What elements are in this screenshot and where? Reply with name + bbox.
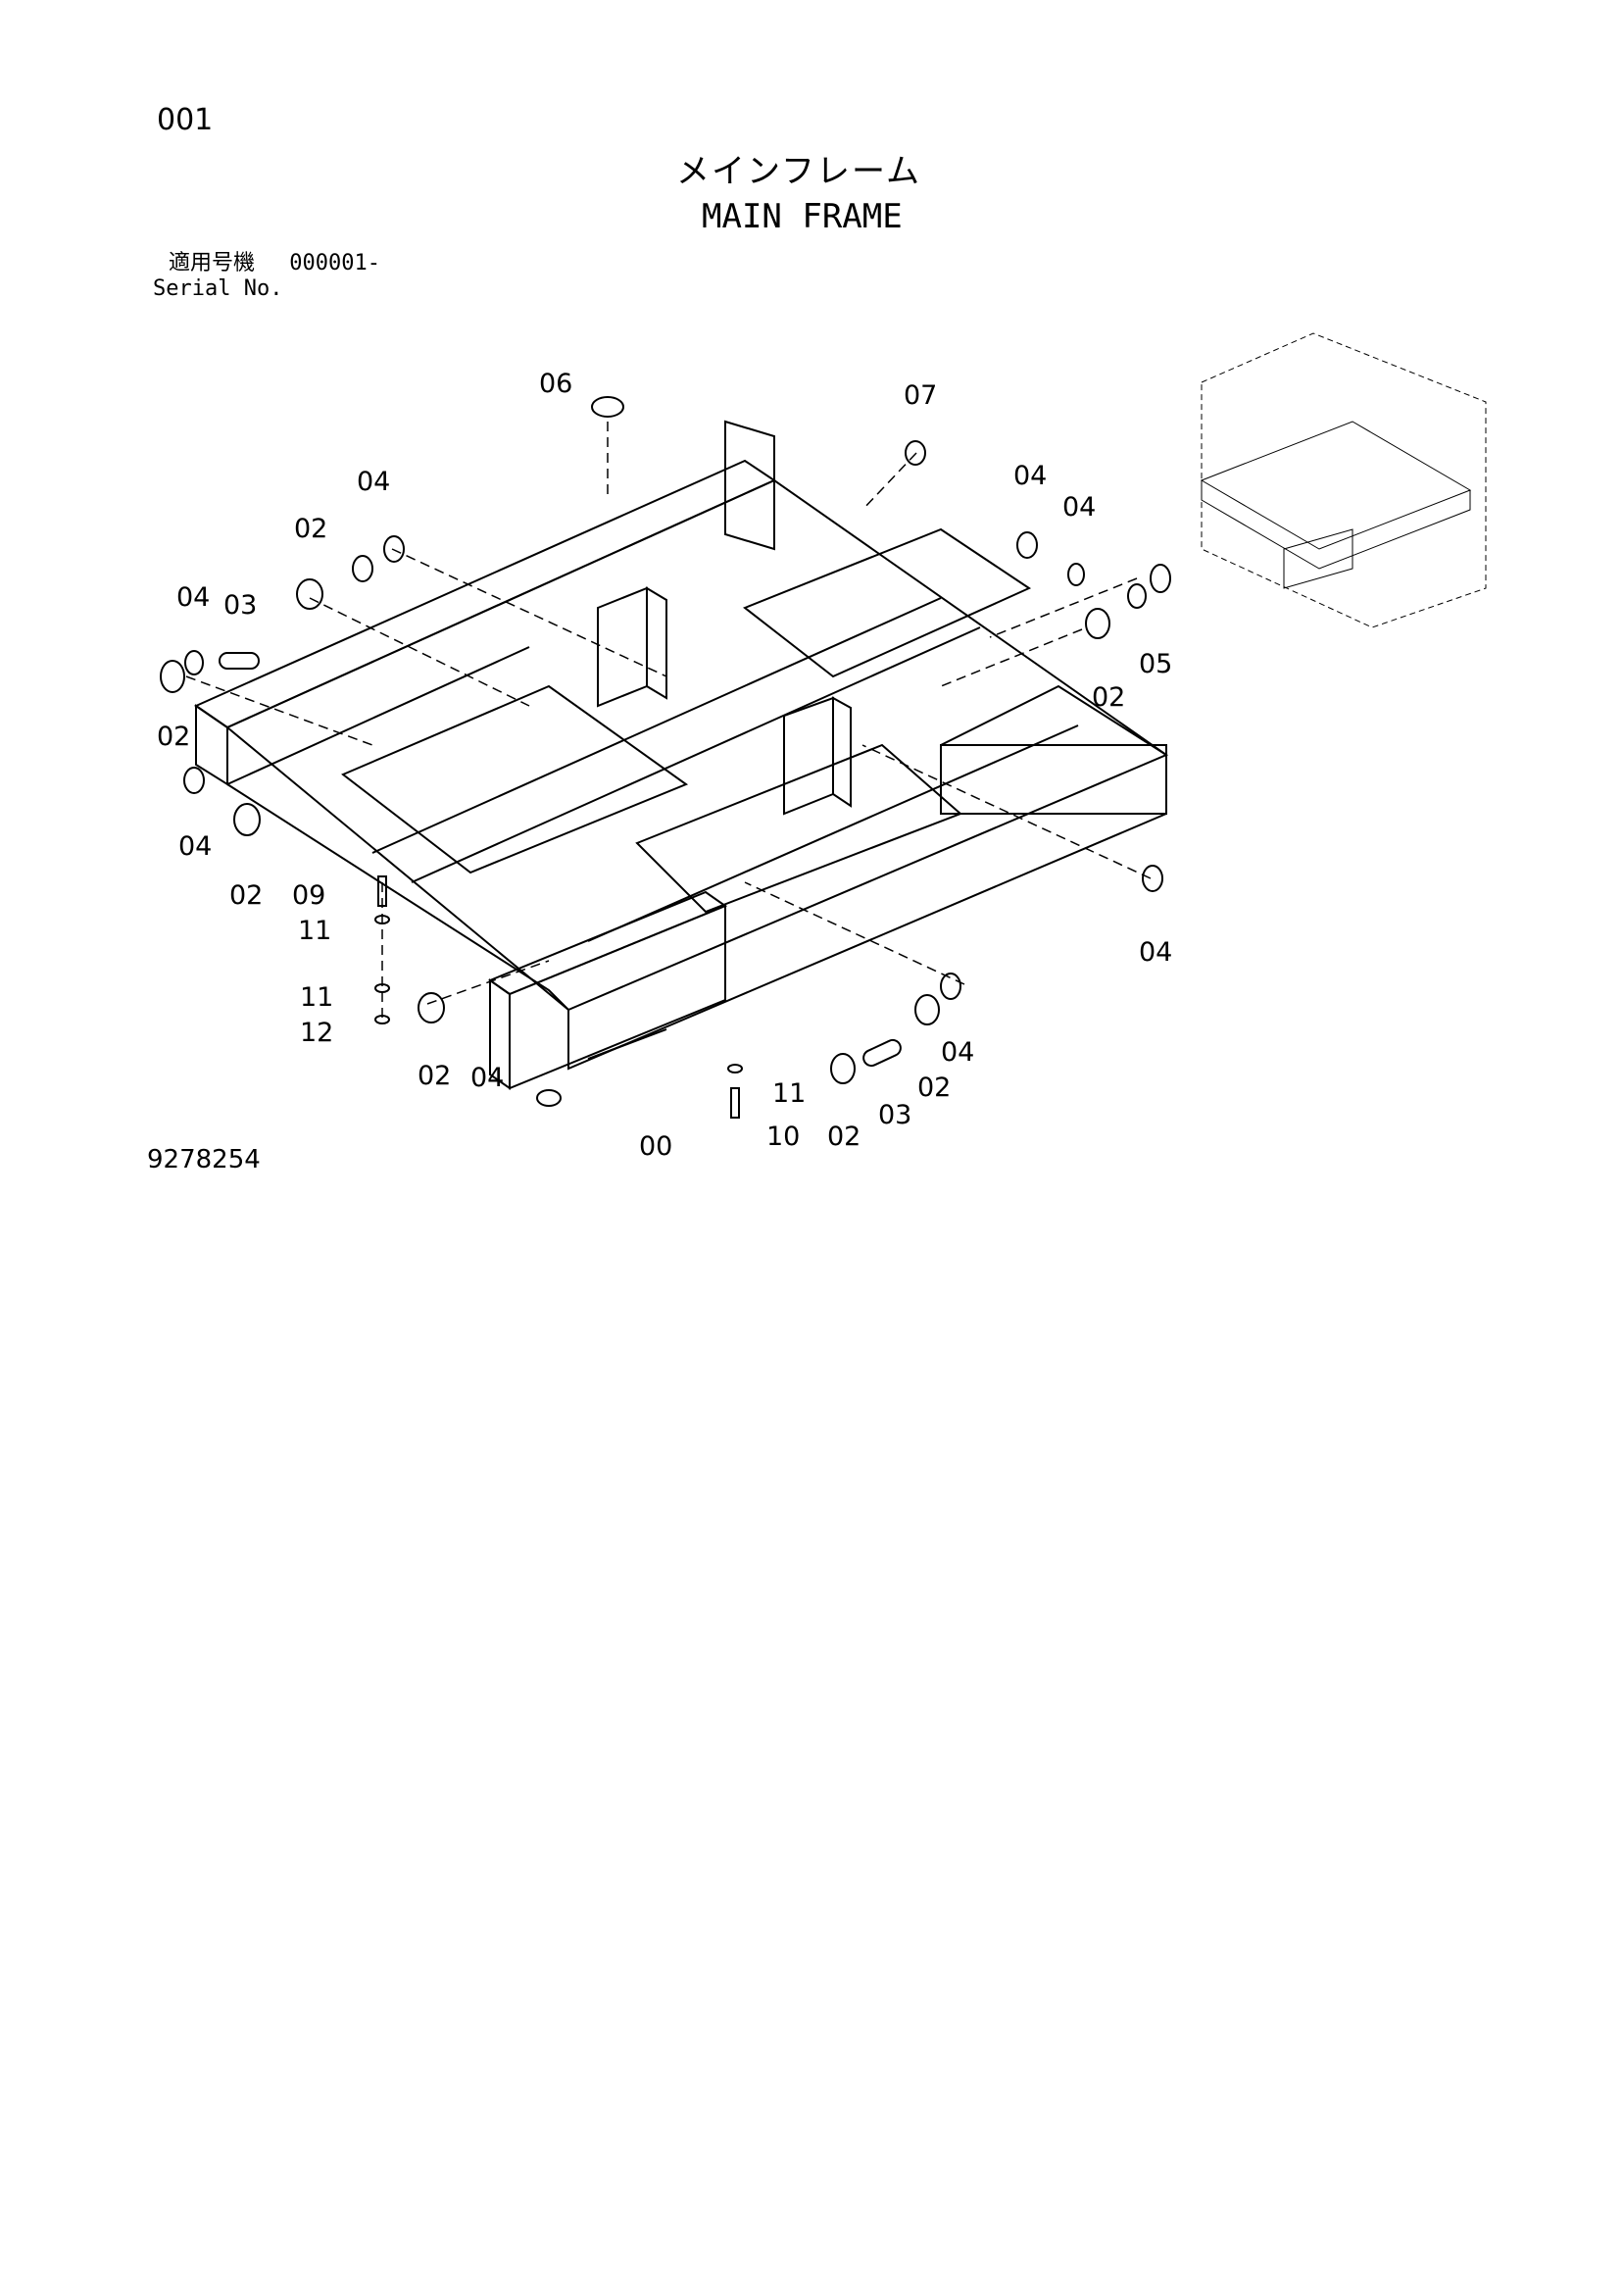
page-code: 001 <box>157 103 214 137</box>
callout-04: 04 <box>176 582 210 613</box>
callout-04: 04 <box>1013 461 1047 491</box>
callout-10: 10 <box>766 1122 800 1152</box>
callout-04: 04 <box>1139 937 1172 968</box>
callout-12: 12 <box>300 1018 333 1048</box>
callout-02: 02 <box>294 514 327 544</box>
callout-02: 02 <box>827 1122 861 1152</box>
serial-label-japanese: 適用号機 <box>169 251 256 275</box>
callout-02: 02 <box>917 1073 951 1103</box>
exploded-leader-lines <box>185 422 1152 1020</box>
callout-02: 02 <box>418 1061 451 1091</box>
callout-02: 02 <box>229 880 263 911</box>
page-title-english: MAIN FRAME <box>702 197 903 236</box>
callout-04: 04 <box>357 467 390 497</box>
callout-06: 06 <box>539 369 572 399</box>
grommet-seals <box>160 396 1171 1107</box>
callout-07: 07 <box>904 380 937 411</box>
bolts-and-washers <box>374 875 743 1119</box>
callout-05: 05 <box>1139 649 1172 679</box>
callout-11: 11 <box>772 1078 806 1109</box>
callout-03: 03 <box>878 1100 911 1130</box>
callout-02: 02 <box>157 722 190 752</box>
main-frame-drawing <box>193 420 1169 1090</box>
drawing-number: 9278254 <box>147 1145 261 1174</box>
callout-03: 03 <box>223 590 257 621</box>
callout-11: 11 <box>298 916 331 946</box>
callout-09: 09 <box>292 880 325 911</box>
callout-04: 04 <box>941 1037 974 1068</box>
serial-range: 000001- <box>289 251 380 275</box>
location-thumbnail <box>1200 332 1487 628</box>
serial-label-english: Serial No. <box>153 276 283 301</box>
callout-04: 04 <box>178 831 212 862</box>
callout-11: 11 <box>300 982 333 1013</box>
page-title-japanese: メインフレーム <box>676 152 921 191</box>
callout-04: 04 <box>470 1063 504 1093</box>
callout-02: 02 <box>1092 682 1125 713</box>
callout-00: 00 <box>639 1131 672 1162</box>
callout-04: 04 <box>1062 492 1096 523</box>
serial-range-line: 適用号機 000001- <box>169 253 380 275</box>
